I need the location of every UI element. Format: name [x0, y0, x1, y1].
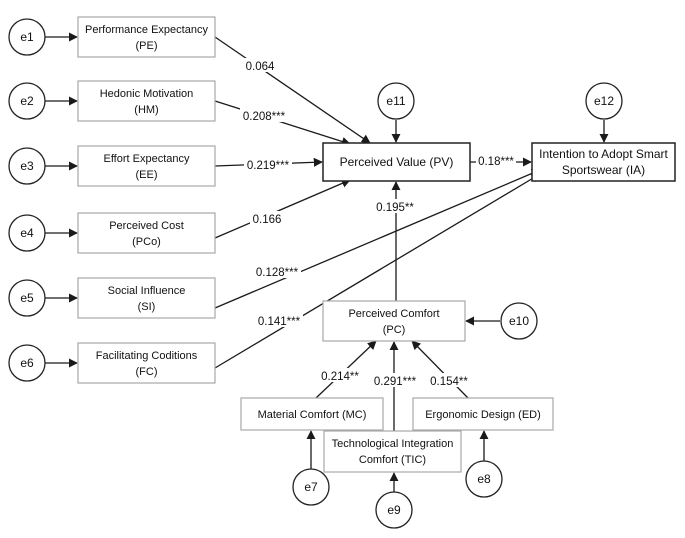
- node-pv-title: Perceived Value (PV): [340, 155, 454, 169]
- node-pc: Perceived Comfort (PC): [322, 300, 466, 342]
- node-tic-subtitle: Comfort (TIC): [359, 454, 426, 466]
- node-pv: Perceived Value (PV): [322, 142, 471, 182]
- node-pco-title: Perceived Cost: [109, 220, 184, 232]
- node-hm: Hedonic Motivation (HM): [77, 80, 216, 122]
- error-e6: e6: [8, 344, 46, 382]
- node-si-title: Social Influence: [108, 285, 186, 297]
- coef-mc-pc: 0.214**: [318, 368, 362, 383]
- error-e7: e7: [292, 468, 330, 506]
- node-pc-title: Perceived Comfort: [348, 308, 439, 320]
- coef-pe-pv: 0.064: [243, 58, 277, 73]
- node-si: Social Influence (SI): [77, 277, 216, 319]
- error-e6-label: e6: [20, 356, 34, 370]
- node-tic-title: Technological Integration: [332, 438, 454, 450]
- error-e2: e2: [8, 82, 46, 120]
- coef-ed-pc: 0.154**: [427, 373, 471, 388]
- node-ee: Effort Expectancy (EE): [77, 145, 216, 187]
- si-ia-arrow: [214, 169, 541, 309]
- error-e3-label: e3: [20, 159, 34, 173]
- error-e2-label: e2: [20, 94, 34, 108]
- coef-pe-pv-value: 0.064: [246, 61, 275, 73]
- coef-pc-pv: 0.195**: [374, 199, 416, 214]
- node-tic: Technological Integration Comfort (TIC): [323, 430, 462, 473]
- ed-pc-arrow: [411, 340, 469, 399]
- node-hm-title: Hedonic Motivation: [100, 88, 194, 100]
- error-e3: e3: [8, 147, 46, 185]
- pco-pv-arrow: [214, 179, 351, 239]
- coef-tic-pc-value: 0.291***: [374, 376, 417, 388]
- coef-ee-pv: 0.219***: [244, 157, 292, 172]
- coef-si-ia-value: 0.128***: [256, 267, 299, 279]
- error-e11: e11: [377, 82, 415, 120]
- node-fc-abbr: (FC): [136, 366, 158, 378]
- node-pe-abbr: (PE): [136, 40, 158, 52]
- node-ee-abbr: (EE): [136, 169, 158, 181]
- node-ed: Ergonomic Design (ED): [412, 397, 554, 431]
- error-e8-label: e8: [477, 472, 491, 486]
- error-e10-label: e10: [509, 314, 529, 328]
- node-fc-title: Facilitating Coditions: [96, 350, 198, 362]
- node-hm-abbr: (HM): [134, 104, 158, 116]
- error-e11-label: e11: [386, 94, 405, 108]
- coef-fc-ia-value: 0.141***: [258, 316, 301, 328]
- node-ia: Intention to Adopt Smart Sportswear (IA): [531, 142, 676, 182]
- node-ed-title: Ergonomic Design (ED): [425, 409, 541, 421]
- error-e9-label: e9: [387, 503, 401, 517]
- fc-ia-arrow: [214, 173, 541, 369]
- coef-hm-pv-value: 0.208***: [243, 111, 286, 123]
- hm-pv-arrow: [214, 100, 351, 146]
- error-e12: e12: [585, 82, 623, 120]
- error-e8: e8: [465, 460, 503, 498]
- node-pc-abbr: (PC): [383, 324, 406, 336]
- node-pe-title: Performance Expectancy: [85, 24, 208, 36]
- node-pco-abbr: (PCo): [132, 236, 161, 248]
- coef-ee-pv-value: 0.219***: [247, 160, 290, 172]
- node-pe: Performance Expectancy (PE): [77, 16, 216, 58]
- coef-tic-pc: 0.291***: [371, 373, 419, 388]
- node-fc: Facilitating Coditions (FC): [77, 342, 216, 384]
- error-e5-label: e5: [20, 291, 34, 305]
- error-e1-label: e1: [20, 30, 34, 44]
- error-e4: e4: [8, 214, 46, 252]
- coef-pc-pv-value: 0.195**: [376, 202, 414, 214]
- error-e9: e9: [375, 491, 413, 529]
- coef-mc-pc-value: 0.214**: [321, 371, 359, 383]
- pe-pv-arrow: [214, 36, 371, 144]
- error-e12-label: e12: [594, 94, 614, 108]
- error-e5: e5: [8, 279, 46, 317]
- node-ia-title: Intention to Adopt Smart: [539, 147, 668, 161]
- node-pco: Perceived Cost (PCo): [77, 212, 216, 254]
- coef-pco-pv-value: 0.166: [253, 214, 282, 226]
- coef-pco-pv: 0.166: [250, 211, 284, 226]
- error-e10: e10: [500, 302, 538, 340]
- node-mc: Material Comfort (MC): [240, 397, 384, 431]
- coef-hm-pv: 0.208***: [240, 108, 288, 123]
- node-mc-title: Material Comfort (MC): [258, 409, 367, 421]
- coef-ed-pc-value: 0.154**: [430, 376, 468, 388]
- node-ia-subtitle: Sportswear (IA): [562, 163, 645, 177]
- coef-pv-ia-value: 0.18***: [478, 156, 514, 168]
- node-si-abbr: (SI): [138, 301, 156, 313]
- coef-pv-ia: 0.18***: [476, 153, 516, 168]
- error-e4-label: e4: [20, 226, 34, 240]
- node-ee-title: Effort Expectancy: [103, 153, 190, 165]
- error-e1: e1: [8, 18, 46, 56]
- coef-si-ia: 0.128***: [253, 264, 301, 279]
- error-e7-label: e7: [304, 480, 318, 494]
- coef-fc-ia: 0.141***: [255, 313, 303, 328]
